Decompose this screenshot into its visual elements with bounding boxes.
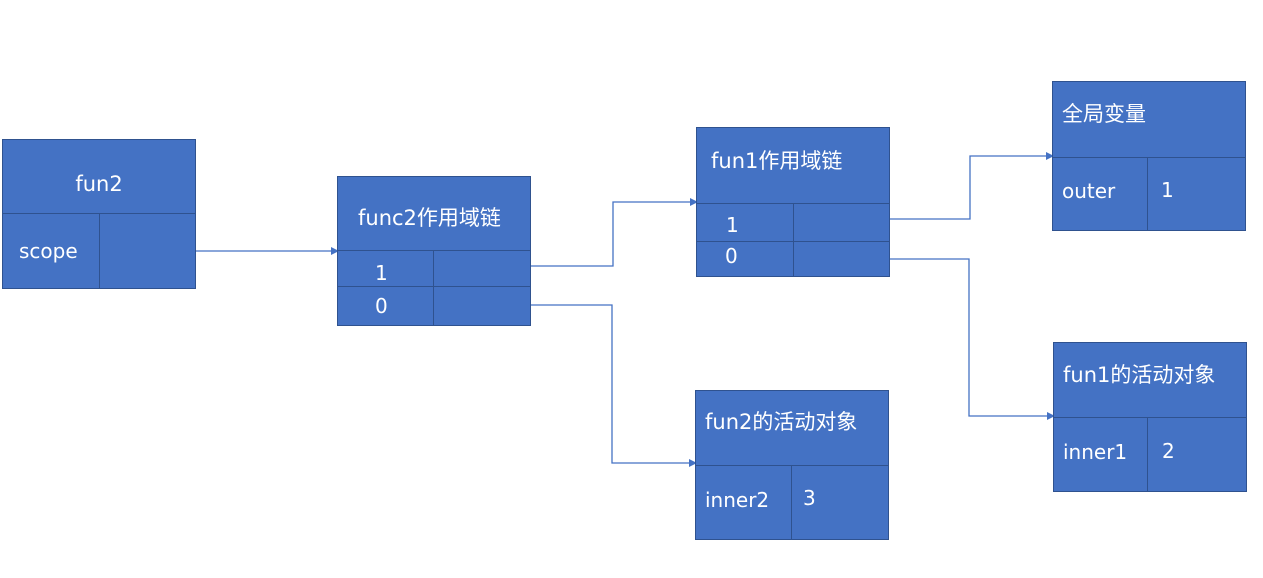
global-variables-value: 1 — [1161, 178, 1174, 202]
fun2-activation-object-value: 3 — [803, 486, 816, 510]
fun1-activation-object-column-divider — [1147, 417, 1148, 492]
global-variables-box: 全局变量 outer 1 — [1052, 81, 1246, 231]
fun1-activation-object-box: fun1的活动对象 inner1 2 — [1053, 342, 1247, 492]
global-variables-title: 全局变量 — [1062, 102, 1146, 126]
func2-scope-chain-title: func2作用域链 — [358, 206, 501, 230]
fun1-scope-chain-index-0: 0 — [725, 244, 738, 268]
fun2-column-divider — [99, 213, 100, 289]
fun2-scope-label: scope — [19, 239, 78, 263]
func2-scope-chain-index-1: 1 — [375, 261, 388, 285]
fun2-title: fun2 — [75, 172, 123, 196]
arrow-fun1-chain-0-to-fun1-activation — [890, 258, 1055, 420]
fun2-activation-object-column-divider — [791, 465, 792, 540]
arrow-func2-chain-1-to-fun1-chain — [531, 198, 698, 267]
fun2-activation-object-key: inner2 — [705, 488, 770, 512]
fun1-activation-object-divider — [1054, 417, 1246, 418]
fun1-activation-object-value: 2 — [1162, 439, 1175, 463]
fun2-box: fun2 scope — [2, 139, 196, 289]
fun1-scope-chain-title: fun1作用域链 — [711, 149, 843, 173]
fun2-activation-object-title: fun2的活动对象 — [705, 410, 858, 434]
fun2-activation-object-divider — [696, 465, 888, 466]
fun2-activation-object-box: fun2的活动对象 inner2 3 — [695, 390, 889, 540]
fun1-activation-object-title: fun1的活动对象 — [1063, 363, 1216, 387]
fun1-activation-object-key: inner1 — [1063, 440, 1128, 464]
fun1-scope-chain-index-1: 1 — [726, 213, 739, 237]
global-variables-column-divider — [1147, 157, 1148, 231]
func2-scope-chain-divider-rows — [338, 286, 530, 287]
arrow-fun1-chain-1-to-global — [890, 152, 1054, 220]
global-variables-key: outer — [1062, 179, 1116, 203]
func2-scope-chain-index-0: 0 — [375, 294, 388, 318]
func2-scope-chain-box: func2作用域链 1 0 — [337, 176, 531, 326]
fun1-scope-chain-column-divider — [793, 203, 794, 277]
func2-scope-chain-column-divider — [433, 250, 434, 326]
arrow-func2-chain-0-to-fun2-activation — [531, 304, 697, 467]
func2-scope-chain-divider-header — [338, 250, 530, 251]
global-variables-divider — [1053, 157, 1245, 158]
fun1-scope-chain-box: fun1作用域链 1 0 — [696, 127, 890, 277]
